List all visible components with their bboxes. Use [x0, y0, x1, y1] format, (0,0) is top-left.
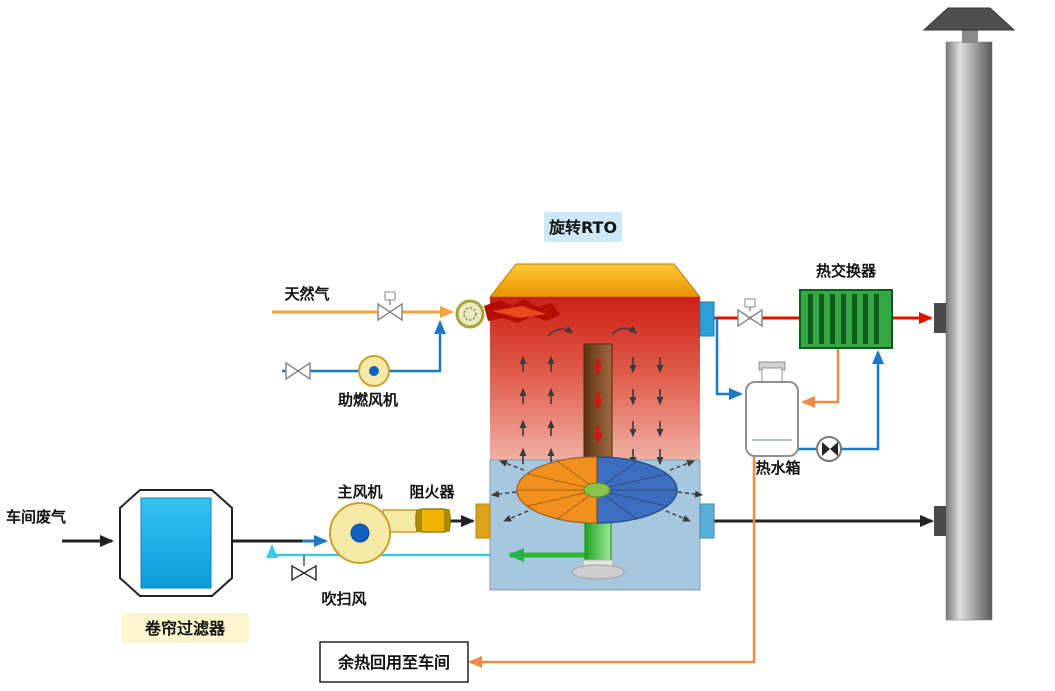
- pump-to-hx-line: [841, 350, 884, 451]
- hot-water-tank-label: 热水箱: [755, 459, 800, 477]
- burner-nozzle: [455, 299, 485, 329]
- main-fan-hub: [350, 523, 370, 543]
- air-valve: [285, 361, 311, 381]
- combustion-fan: [358, 355, 390, 387]
- waste-heat-box: 余热回用至车间: [319, 641, 469, 683]
- chimney-stack: [922, 7, 1016, 621]
- wheel-flow-dashes: [491, 460, 703, 522]
- pump-symbol: [822, 442, 830, 456]
- purge-valve: [291, 555, 317, 582]
- rto-title-bg: [544, 212, 622, 242]
- rto-roof: [488, 263, 702, 298]
- filter-media: [140, 497, 212, 589]
- combustion-fan-label: 助燃风机: [338, 391, 398, 409]
- flue-valve-body: [737, 308, 752, 328]
- rto-hot-outlet-flange: [699, 301, 715, 337]
- chimney-flange-bottom: [934, 506, 946, 536]
- hx-to-tank-line: [801, 348, 840, 408]
- gas-valve: [377, 291, 403, 322]
- air-valve-body: [296, 361, 311, 381]
- wheel-hub: [583, 482, 611, 498]
- workshop-exhaust-label: 车间废气: [6, 508, 66, 526]
- rto-up-flow-arrows: [519, 356, 555, 464]
- waste-heat-box-bg: [319, 641, 469, 683]
- rotary-distributor-wheel: [516, 456, 678, 524]
- purge-valve-body: [302, 564, 317, 582]
- flame-arrester: [415, 508, 451, 533]
- pump-symbol: [830, 442, 838, 456]
- main-fan-label: 主风机: [337, 483, 382, 501]
- purge-air-label: 吹扫风: [321, 590, 366, 608]
- combustion-air-line: [282, 320, 446, 373]
- rto-swirl-arrow: [547, 326, 573, 337]
- pipe-lines: [62, 306, 934, 668]
- chimney-neck: [962, 30, 978, 43]
- rto-down-flow-arrows: [629, 357, 664, 465]
- heat-exchanger: [799, 289, 893, 349]
- rto-outlet-flange: [699, 503, 715, 539]
- burner-nozzle-inner: [463, 307, 477, 321]
- purge-air-line: [266, 544, 492, 558]
- flue-valve-body: [748, 308, 763, 328]
- natural-gas-label: 天然气: [284, 285, 329, 303]
- rto-title-label: 旋转RTO: [548, 218, 617, 237]
- rto-title: 旋转RTO: [544, 212, 622, 242]
- air-valve-body: [285, 361, 300, 381]
- waste-heat-return-line: [468, 456, 756, 668]
- hot-water-tank: [745, 361, 799, 457]
- rto-base-flange: [571, 564, 625, 580]
- gas-valve-actuator: [384, 291, 396, 301]
- chimney-column: [945, 41, 993, 621]
- flue-valve-actuator: [744, 298, 756, 308]
- flame-core: [492, 306, 546, 318]
- main-fan: [329, 502, 418, 564]
- rto-inlet-flange: [475, 503, 491, 539]
- chimney-cap: [922, 7, 1016, 31]
- purge-valve-body: [291, 564, 306, 582]
- filter-label-box: 卷帘过滤器: [121, 613, 249, 643]
- chimney-flange-top: [934, 303, 946, 333]
- combustion-fan-hub: [369, 366, 379, 376]
- circulation-pump: [816, 436, 842, 462]
- filter-label: 卷帘过滤器: [144, 619, 226, 638]
- flue-valve: [737, 298, 763, 328]
- gas-valve-body: [377, 302, 392, 322]
- filter-label-bg: [121, 613, 249, 643]
- arrester-cap-right: [444, 509, 450, 532]
- burner: [455, 299, 560, 329]
- tank-body: [745, 381, 799, 457]
- waste-heat-label: 余热回用至车间: [337, 653, 450, 672]
- hx-fins: [808, 294, 879, 344]
- flame-arrester-label: 阻火器: [409, 483, 455, 501]
- rto-swirl-arrow: [611, 325, 637, 335]
- curtain-filter: [119, 489, 233, 597]
- flue-branch-to-tank-line: [715, 318, 743, 400]
- gas-valve-body: [388, 302, 403, 322]
- arrester-cap-left: [416, 509, 422, 532]
- rto-unit: [475, 263, 715, 591]
- heat-exchanger-label: 热交换器: [816, 262, 877, 280]
